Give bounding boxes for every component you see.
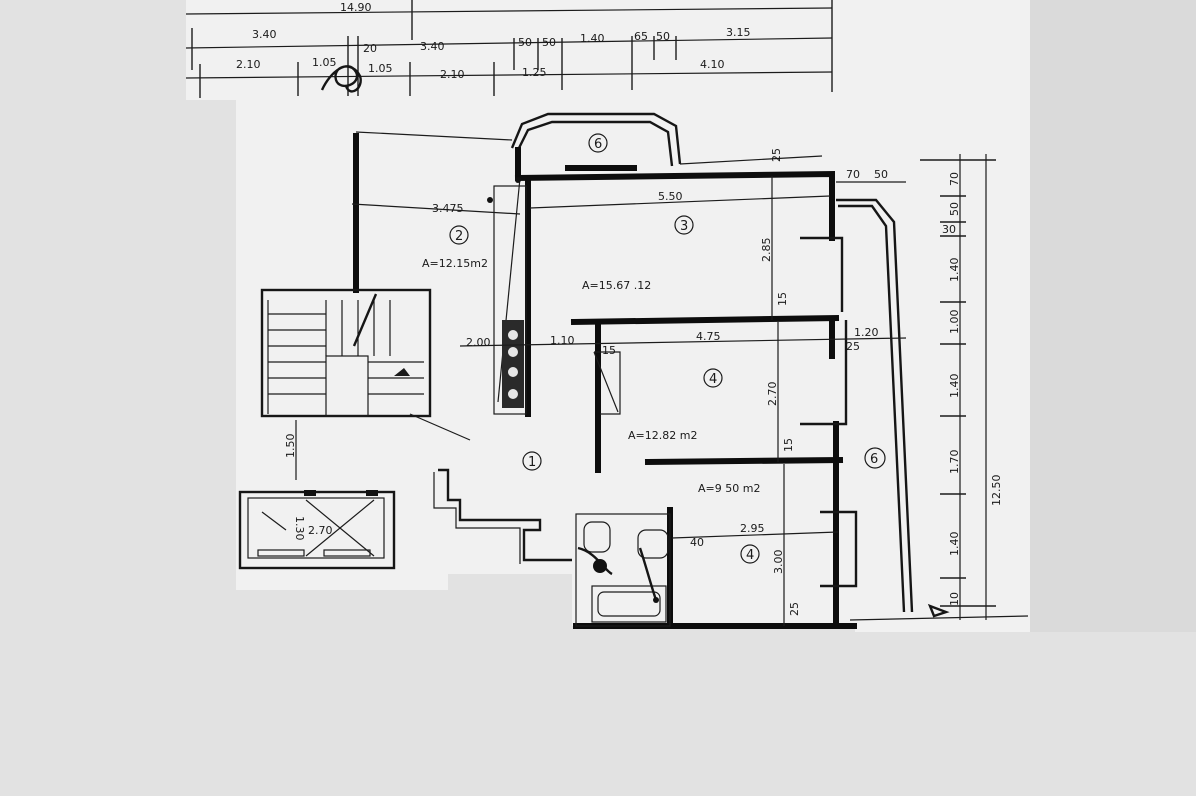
dim-right-4: 1.40 [948,258,961,283]
top-dimension-labels: 14.90 3.40 20 3.40 50 50 1.40 65 50 3.15… [236,1,751,81]
staircase [260,288,432,418]
room-4b-area: A=9 50 m2 [698,482,760,495]
dim-15-b: 15 [602,344,616,357]
dim-550: 5.50 [658,190,683,203]
dim-top-row2-5: 1.25 [522,66,547,79]
dim-150: 1.50 [284,434,297,459]
dim-50: 50 [874,168,888,181]
dim-top-7: 65 [634,30,648,43]
dim-270-lift: 2.70 [308,524,333,537]
dim-120: 1.20 [854,326,879,339]
dim-line-corridor [459,337,907,347]
room-3-marker [674,215,694,235]
room-3-area: A=15.67 .12 [582,279,651,292]
dim-top-8: 50 [656,30,670,43]
room-4a-area: A=12.82 m2 [628,429,697,442]
top-bay-window [355,112,823,167]
room-4b-marker [740,544,760,564]
dim-right-1: 70 [948,172,961,186]
dim-top-row2-6: 4.10 [700,58,725,71]
room-1-number: 1 [528,455,536,470]
dim-top-row2-2: 1.05 [312,56,337,69]
dim-right-5: 1.00 [948,310,961,335]
dim-top-6: 1.40 [580,32,605,45]
north-arrow-mark [927,603,950,618]
dim-15-a: 15 [776,292,789,306]
room-6-right-marker [864,447,886,469]
dim-70: 70 [846,168,860,181]
dim-top-1: 3.40 [252,28,277,41]
room-2-number: 2 [455,229,463,244]
dim-right-9: 10 [948,592,961,606]
dim-right-3: 30 [942,223,956,236]
dim-130: 1.30 [293,516,306,541]
dim-top-3: 3.40 [420,40,445,53]
dim-right-8: 1.40 [948,532,961,557]
dim-270: 2.70 [766,382,779,407]
right-dimension-labels: 70 50 30 1.40 1.00 1.40 1.70 1.40 10 12.… [942,172,1003,606]
room-1-marker [522,451,542,471]
dim-right-2: 50 [948,202,961,216]
room-4a-number: 4 [709,372,717,387]
elevator-shaft [238,490,396,570]
entrance-wall-outline [438,468,572,562]
dim-top-2: 20 [363,42,377,55]
dim-40: 40 [690,536,704,549]
dim-top-row2-1: 2.10 [236,58,261,71]
dim-110: 1.10 [550,334,575,347]
dim-right-total: 12.50 [990,475,1003,507]
dim-line-550 [529,195,831,209]
dim-15-c: 15 [782,438,795,452]
wardrobe-outline [594,351,621,415]
dim-295: 2.95 [740,522,765,535]
room-2-marker [449,225,469,245]
dim-top-4: 50 [518,36,532,49]
pen-scribble-mark [320,65,362,93]
dim-total-top: 14.90 [340,1,372,14]
room-6-right-number: 6 [870,452,878,467]
room-6-top-marker [588,133,608,153]
right-dimension-lines [920,154,996,620]
dim-right-6: 1.40 [948,374,961,399]
room-4b-number: 4 [746,548,754,563]
dim-3475: 3.475 [432,202,464,215]
right-balcony-walls [836,198,1029,621]
dim-top-9: 3.15 [726,26,751,39]
dim-285: 2.85 [760,238,773,263]
dim-25-bot: 25 [788,602,801,616]
dim-line-3475 [351,203,521,215]
paper-sheet [186,0,1196,632]
room-6-top-number: 6 [594,137,602,152]
dim-right-7: 1.70 [948,450,961,475]
dim-top-row2-3: 1.05 [368,62,393,75]
dim-25-mid: 25 [846,340,860,353]
kitchen-counter [487,177,527,415]
dim-top-row2-4: 2.10 [440,68,465,81]
dim-25-top: 25 [770,148,783,162]
dim-200: 2.00 [466,336,491,349]
room-2-area: A=12.15m2 [422,257,488,270]
dim-top-5: 50 [542,36,556,49]
room-3-number: 3 [680,219,688,234]
dim-300: 3.00 [772,550,785,575]
room-4a-marker [703,368,723,388]
dim-475: 4.75 [696,330,721,343]
bathroom-fixtures [575,513,671,627]
